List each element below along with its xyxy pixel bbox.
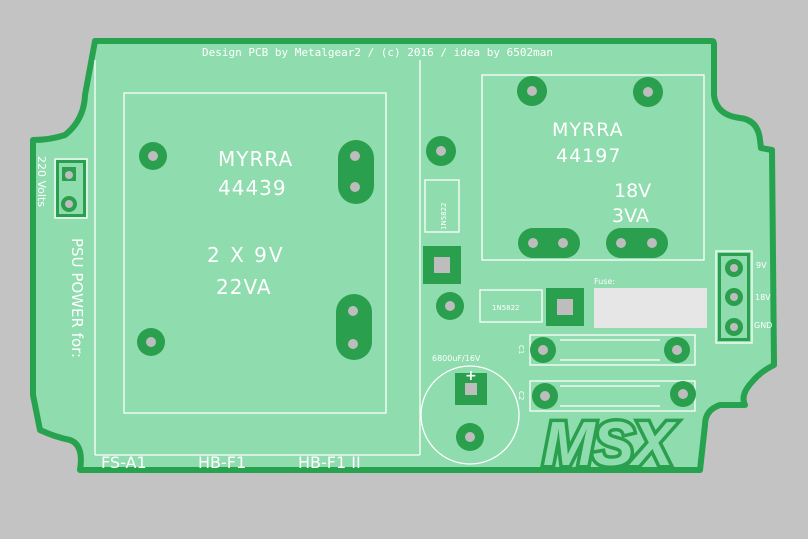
transformer-left-outline xyxy=(123,92,387,414)
output-pin-9v: 9V xyxy=(756,261,767,270)
pcb-board xyxy=(30,38,777,473)
transformer-right-power: 3VA xyxy=(612,205,649,227)
diode-1-outline xyxy=(424,179,460,233)
capacitor-c1 xyxy=(529,334,696,366)
fuse-box xyxy=(594,288,707,328)
diode-2-pad xyxy=(546,288,584,326)
capacitor-label: 6800uF/16V xyxy=(432,354,481,363)
transformer-left-voltage: 2 X 9V xyxy=(207,243,285,267)
diode-1-label: 1N5822 xyxy=(440,202,448,230)
transformer-right-brand: MYRRA xyxy=(552,119,624,141)
input-connector xyxy=(54,158,88,219)
transformer-right-model: 44197 xyxy=(556,145,621,167)
input-title: PSU POWER for: xyxy=(68,238,86,358)
board-silk-border xyxy=(94,60,421,456)
transformer-right-pads xyxy=(517,76,668,258)
capacitor-c1-label: C1 xyxy=(517,345,525,354)
single-pad-top xyxy=(426,136,456,166)
output-pin-gnd: GND xyxy=(754,321,772,330)
diode-2-outline xyxy=(479,289,543,323)
diode-2-label: 1N5822 xyxy=(492,304,520,312)
capacitor-plus: + xyxy=(465,368,477,384)
header-credit: Design PCB by Metalgear2 / (c) 2016 / id… xyxy=(202,46,553,59)
msx-logo: MSX xyxy=(543,410,677,479)
transformer-left-model: 44439 xyxy=(218,176,287,200)
diode-1-pads xyxy=(423,246,464,320)
capacitor-c2 xyxy=(529,380,696,412)
output-pin-18v: 18V xyxy=(755,293,771,302)
transformer-left-power: 22VA xyxy=(216,275,272,299)
output-header xyxy=(715,250,753,344)
transformer-left-brand: MYRRA xyxy=(218,147,293,171)
model-hb-f1: HB-F1 xyxy=(198,453,246,472)
model-hb-f1-ii: HB-F1 II xyxy=(298,453,361,472)
transformer-right-outline xyxy=(481,74,705,261)
transformer-right-voltage: 18V xyxy=(614,180,651,202)
model-fs-a1: FS-A1 xyxy=(101,453,147,472)
fuse-label: Fuse: xyxy=(594,277,615,286)
electrolytic-capacitor xyxy=(420,365,520,465)
capacitor-c2-label: C2 xyxy=(517,391,525,400)
transformer-left-pads xyxy=(137,140,374,360)
input-voltage-label: 220 Volts xyxy=(35,156,48,207)
